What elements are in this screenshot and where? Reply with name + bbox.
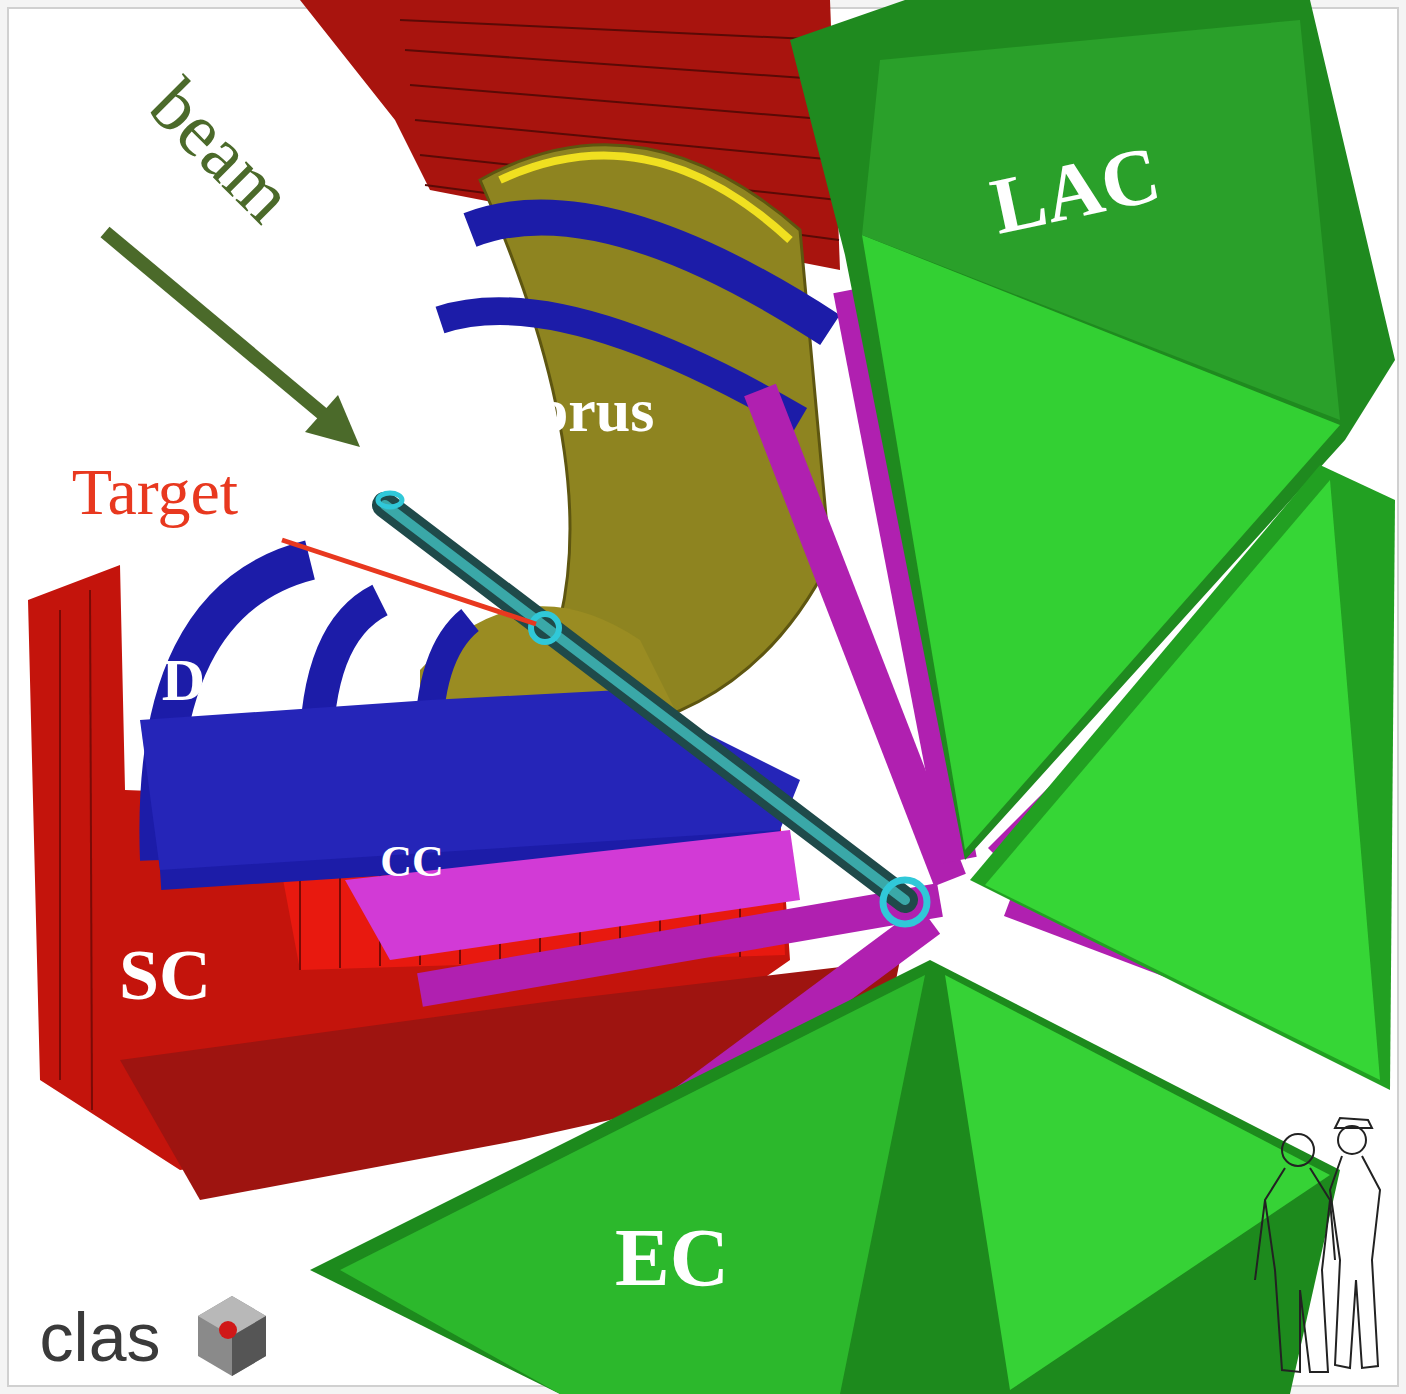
detector-label: EC	[615, 1217, 729, 1299]
detector-label: CC	[380, 840, 444, 884]
target-label: Target	[72, 459, 238, 525]
logo-text: clas	[40, 1303, 161, 1371]
detector-label: Torus	[502, 379, 655, 441]
detector-label: SC	[119, 939, 211, 1011]
detector-label: DC	[162, 650, 249, 710]
